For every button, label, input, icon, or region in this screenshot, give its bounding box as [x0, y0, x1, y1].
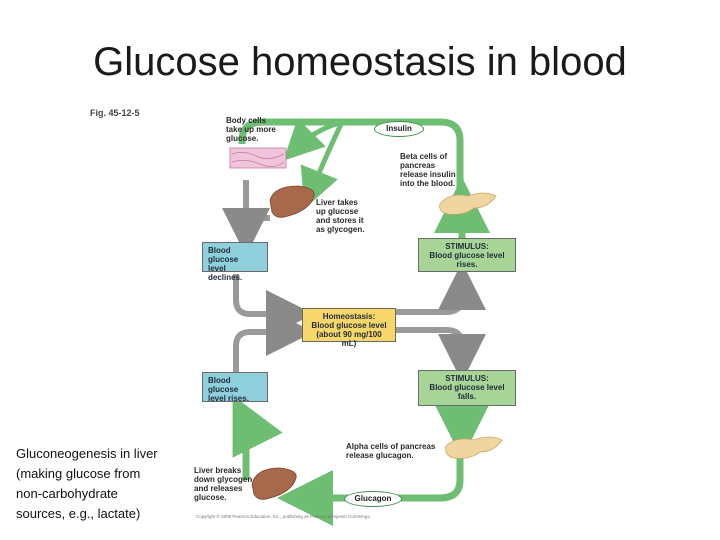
- arrow-rise-to-homeostasis: [233, 308, 314, 372]
- body-cells-tissue-icon: [229, 147, 287, 169]
- figure-label: Fig. 45-12-5: [90, 108, 140, 118]
- blood-glucose-rises-box: Blood glucose level rises.: [202, 372, 268, 403]
- gluconeogenesis-note: Gluconeogenesis in liver (making glucose…: [16, 446, 158, 521]
- insulin-label: Insulin: [374, 121, 424, 137]
- arrow-homeostasis-to-stimulus-rise: [396, 262, 486, 315]
- arrow-liver-to-rise: [232, 395, 283, 480]
- arrow-to-body-cells: [283, 118, 343, 161]
- homeostasis-box: Homeostasis: Blood glucose level (about …: [302, 308, 396, 348]
- arrow-to-liver: [300, 120, 345, 209]
- arrow-insulin-loop: [238, 118, 464, 198]
- liver-stores-label: Liver takes up glucose and stores it as …: [316, 198, 365, 234]
- liver-breaks-label: Liver breaks down glycogen and releases …: [194, 466, 253, 502]
- alpha-cells-label: Alpha cells of pancreas release glucagon…: [346, 442, 436, 460]
- stimulus-rise-box: STIMULUS: Blood glucose level rises.: [418, 238, 516, 272]
- body-cells-label: Body cells take up more glucose.: [226, 116, 276, 143]
- copyright-notice: Copyright © 2008 Pearson Education, Inc.…: [196, 514, 371, 519]
- liver-icon: [269, 185, 315, 218]
- liver-icon: [251, 467, 297, 500]
- pancreas-icon: [439, 192, 497, 215]
- beta-cells-label: Beta cells of pancreas release insulin i…: [400, 152, 456, 188]
- arrow-glucagon-loop: [277, 456, 464, 526]
- arrow-to-decline: [246, 180, 270, 238]
- blood-glucose-declines-box: Blood glucose level declines.: [202, 242, 268, 282]
- arrow-decline-to-homeostasis: [233, 274, 314, 338]
- stimulus-fall-box: STIMULUS: Blood glucose level falls.: [418, 370, 516, 406]
- feedback-arrows: [84, 118, 503, 526]
- glucagon-label: Glucagon: [344, 491, 402, 507]
- arrow-homeostasis-to-stimulus-fall: [396, 327, 486, 382]
- pancreas-icon: [445, 436, 503, 459]
- glucose-homeostasis-figure: Fig. 45-12-5 Body cells take up more glu…: [84, 100, 524, 530]
- slide-title: Glucose homeostasis in blood: [93, 40, 627, 84]
